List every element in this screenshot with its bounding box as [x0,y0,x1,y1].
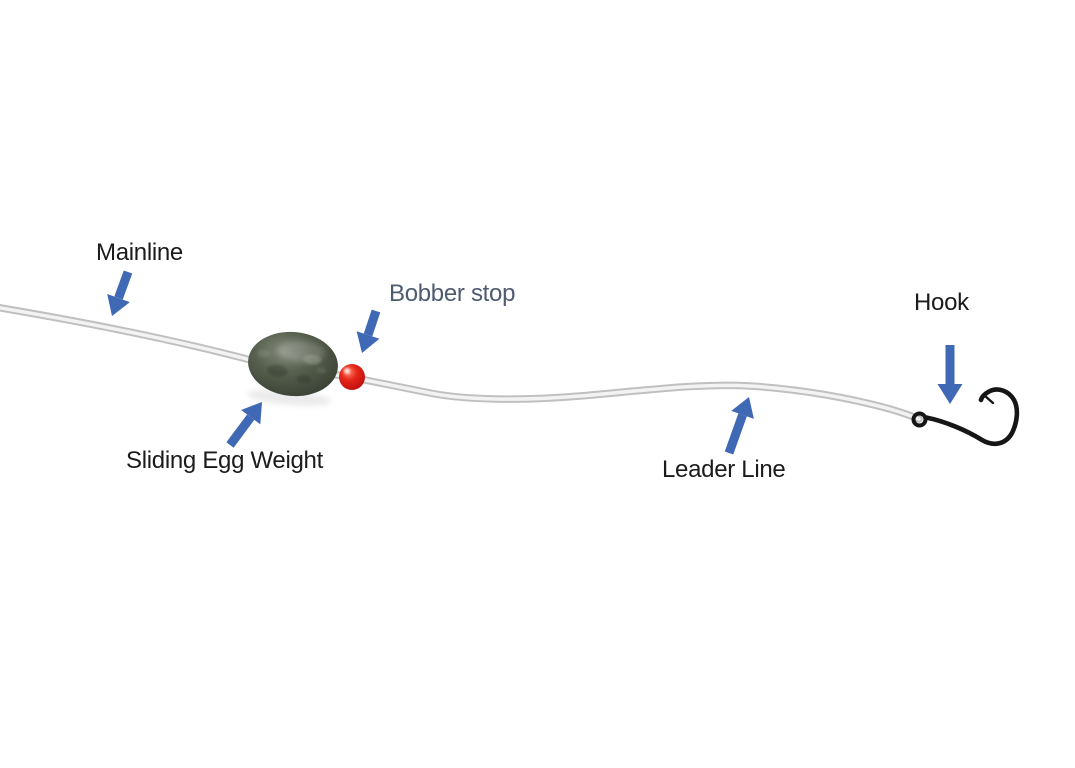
hook-arrow [937,345,963,404]
leader-line-arrow [724,397,754,455]
bobber-stop-bead [339,364,365,390]
hook-wire [923,387,1020,447]
bobber-stop-label: Bobber stop [389,280,516,307]
hook-label: Hook [914,289,969,316]
egg-weight-arrow [226,402,262,448]
hook-shape [911,387,1020,447]
annotation-arrows [107,270,963,455]
leader-line-label: Leader Line [662,456,786,483]
sliding-egg-weight-label: Sliding Egg Weight [126,447,323,474]
bobber-stop-arrow [356,309,381,353]
hook-barb [983,394,995,405]
egg-weight [247,331,338,406]
mainline-arrow [107,270,133,316]
mainline-label: Mainline [96,239,183,266]
fishing-line [0,304,923,423]
